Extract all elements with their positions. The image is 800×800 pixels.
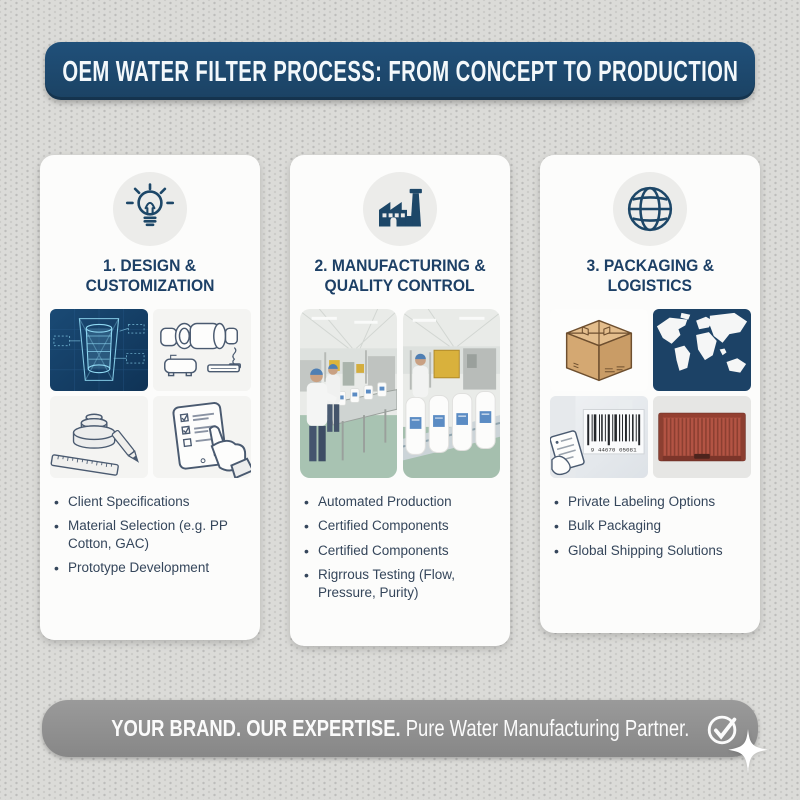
design-bullet-list: Client Specifications Material Selection… bbox=[54, 493, 252, 577]
sparkle-icon bbox=[728, 729, 768, 773]
card-icon-circle bbox=[363, 172, 437, 246]
bullet-item: Automated Production bbox=[304, 493, 502, 511]
filter-cartridge-conveyor-photo bbox=[403, 308, 500, 478]
globe-icon bbox=[627, 186, 673, 232]
world-map-graphic bbox=[652, 308, 751, 391]
card-title: 1. DESIGN & CUSTOMIZATION bbox=[44, 256, 256, 297]
manufacturing-photos bbox=[290, 308, 510, 478]
card-icon-circle bbox=[613, 172, 687, 246]
assembly-line-workers-photo bbox=[300, 308, 397, 478]
cardboard-box-illustration bbox=[549, 308, 648, 391]
card-title-line2: CUSTOMIZATION bbox=[85, 276, 215, 296]
check-circle-icon bbox=[707, 715, 737, 745]
card-title: 2. MANUFACTURING & QUALITY CONTROL bbox=[294, 256, 506, 297]
lightbulb-icon bbox=[125, 183, 175, 227]
card-title-line1: 3. PACKAGING & bbox=[586, 256, 714, 275]
card-title-line1: 2. MANUFACTURING & bbox=[314, 256, 486, 275]
footer-brand-text: YOUR BRAND. OUR EXPERTISE. bbox=[110, 715, 401, 741]
barcode-digits: 9 44670 05081 bbox=[590, 446, 636, 453]
card-manufacturing-quality: 2. MANUFACTURING & QUALITY CONTROL bbox=[290, 155, 510, 646]
card-title-line2: QUALITY CONTROL bbox=[324, 276, 476, 296]
footer-text: YOUR BRAND. OUR EXPERTISE. Pure Water Ma… bbox=[111, 715, 689, 742]
design-image-grid bbox=[40, 308, 260, 478]
bullet-item: Client Specifications bbox=[54, 493, 252, 511]
barcode-label-photo: 9 44670 05081 bbox=[549, 395, 648, 478]
filter-cap-ruler-pencil-drawing bbox=[49, 395, 148, 478]
card-design-customization: 1. DESIGN & CUSTOMIZATION bbox=[40, 155, 260, 640]
tablet-checklist-hand-drawing bbox=[152, 395, 251, 478]
footer-banner: YOUR BRAND. OUR EXPERTISE. Pure Water Ma… bbox=[42, 700, 758, 757]
footer-partner-text: Pure Water Manufacturing Partner. bbox=[405, 715, 690, 741]
page-title: OEM WATER FILTER PROCESS: FROM CONCEPT T… bbox=[62, 53, 739, 87]
bullet-item: Certified Components bbox=[304, 542, 502, 560]
factory-icon bbox=[379, 188, 422, 227]
card-title-line2: LOGISTICS bbox=[607, 276, 693, 296]
bullet-item: Private Labeling Options bbox=[554, 493, 752, 511]
bullet-item: Rigrrous Testing (Flow, Pressure, Purity… bbox=[304, 566, 502, 601]
packaging-bullet-list: Private Labeling Options Bulk Packaging … bbox=[554, 493, 752, 560]
manufacturing-bullet-list: Automated Production Certified Component… bbox=[304, 493, 502, 602]
card-icon-circle bbox=[113, 172, 187, 246]
card-packaging-logistics: 3. PACKAGING & LOGISTICS bbox=[540, 155, 760, 633]
bullet-item: Prototype Development bbox=[54, 559, 252, 577]
card-title-line1: 1. DESIGN & bbox=[103, 256, 197, 275]
packaging-image-grid: 9 44670 05081 bbox=[540, 308, 760, 478]
bullet-item: Global Shipping Solutions bbox=[554, 542, 752, 560]
shipping-container-graphic bbox=[652, 395, 751, 478]
bullet-item: Bulk Packaging bbox=[554, 517, 752, 535]
card-title: 3. PACKAGING & LOGISTICS bbox=[544, 256, 756, 297]
filter-housing-line-drawing bbox=[152, 308, 251, 391]
bullet-item: Material Selection (e.g. PP Cotton, GAC) bbox=[54, 517, 252, 552]
header-banner: OEM WATER FILTER PROCESS: FROM CONCEPT T… bbox=[45, 42, 755, 100]
bullet-item: Certified Components bbox=[304, 517, 502, 535]
filter-blueprint-render bbox=[49, 308, 148, 391]
